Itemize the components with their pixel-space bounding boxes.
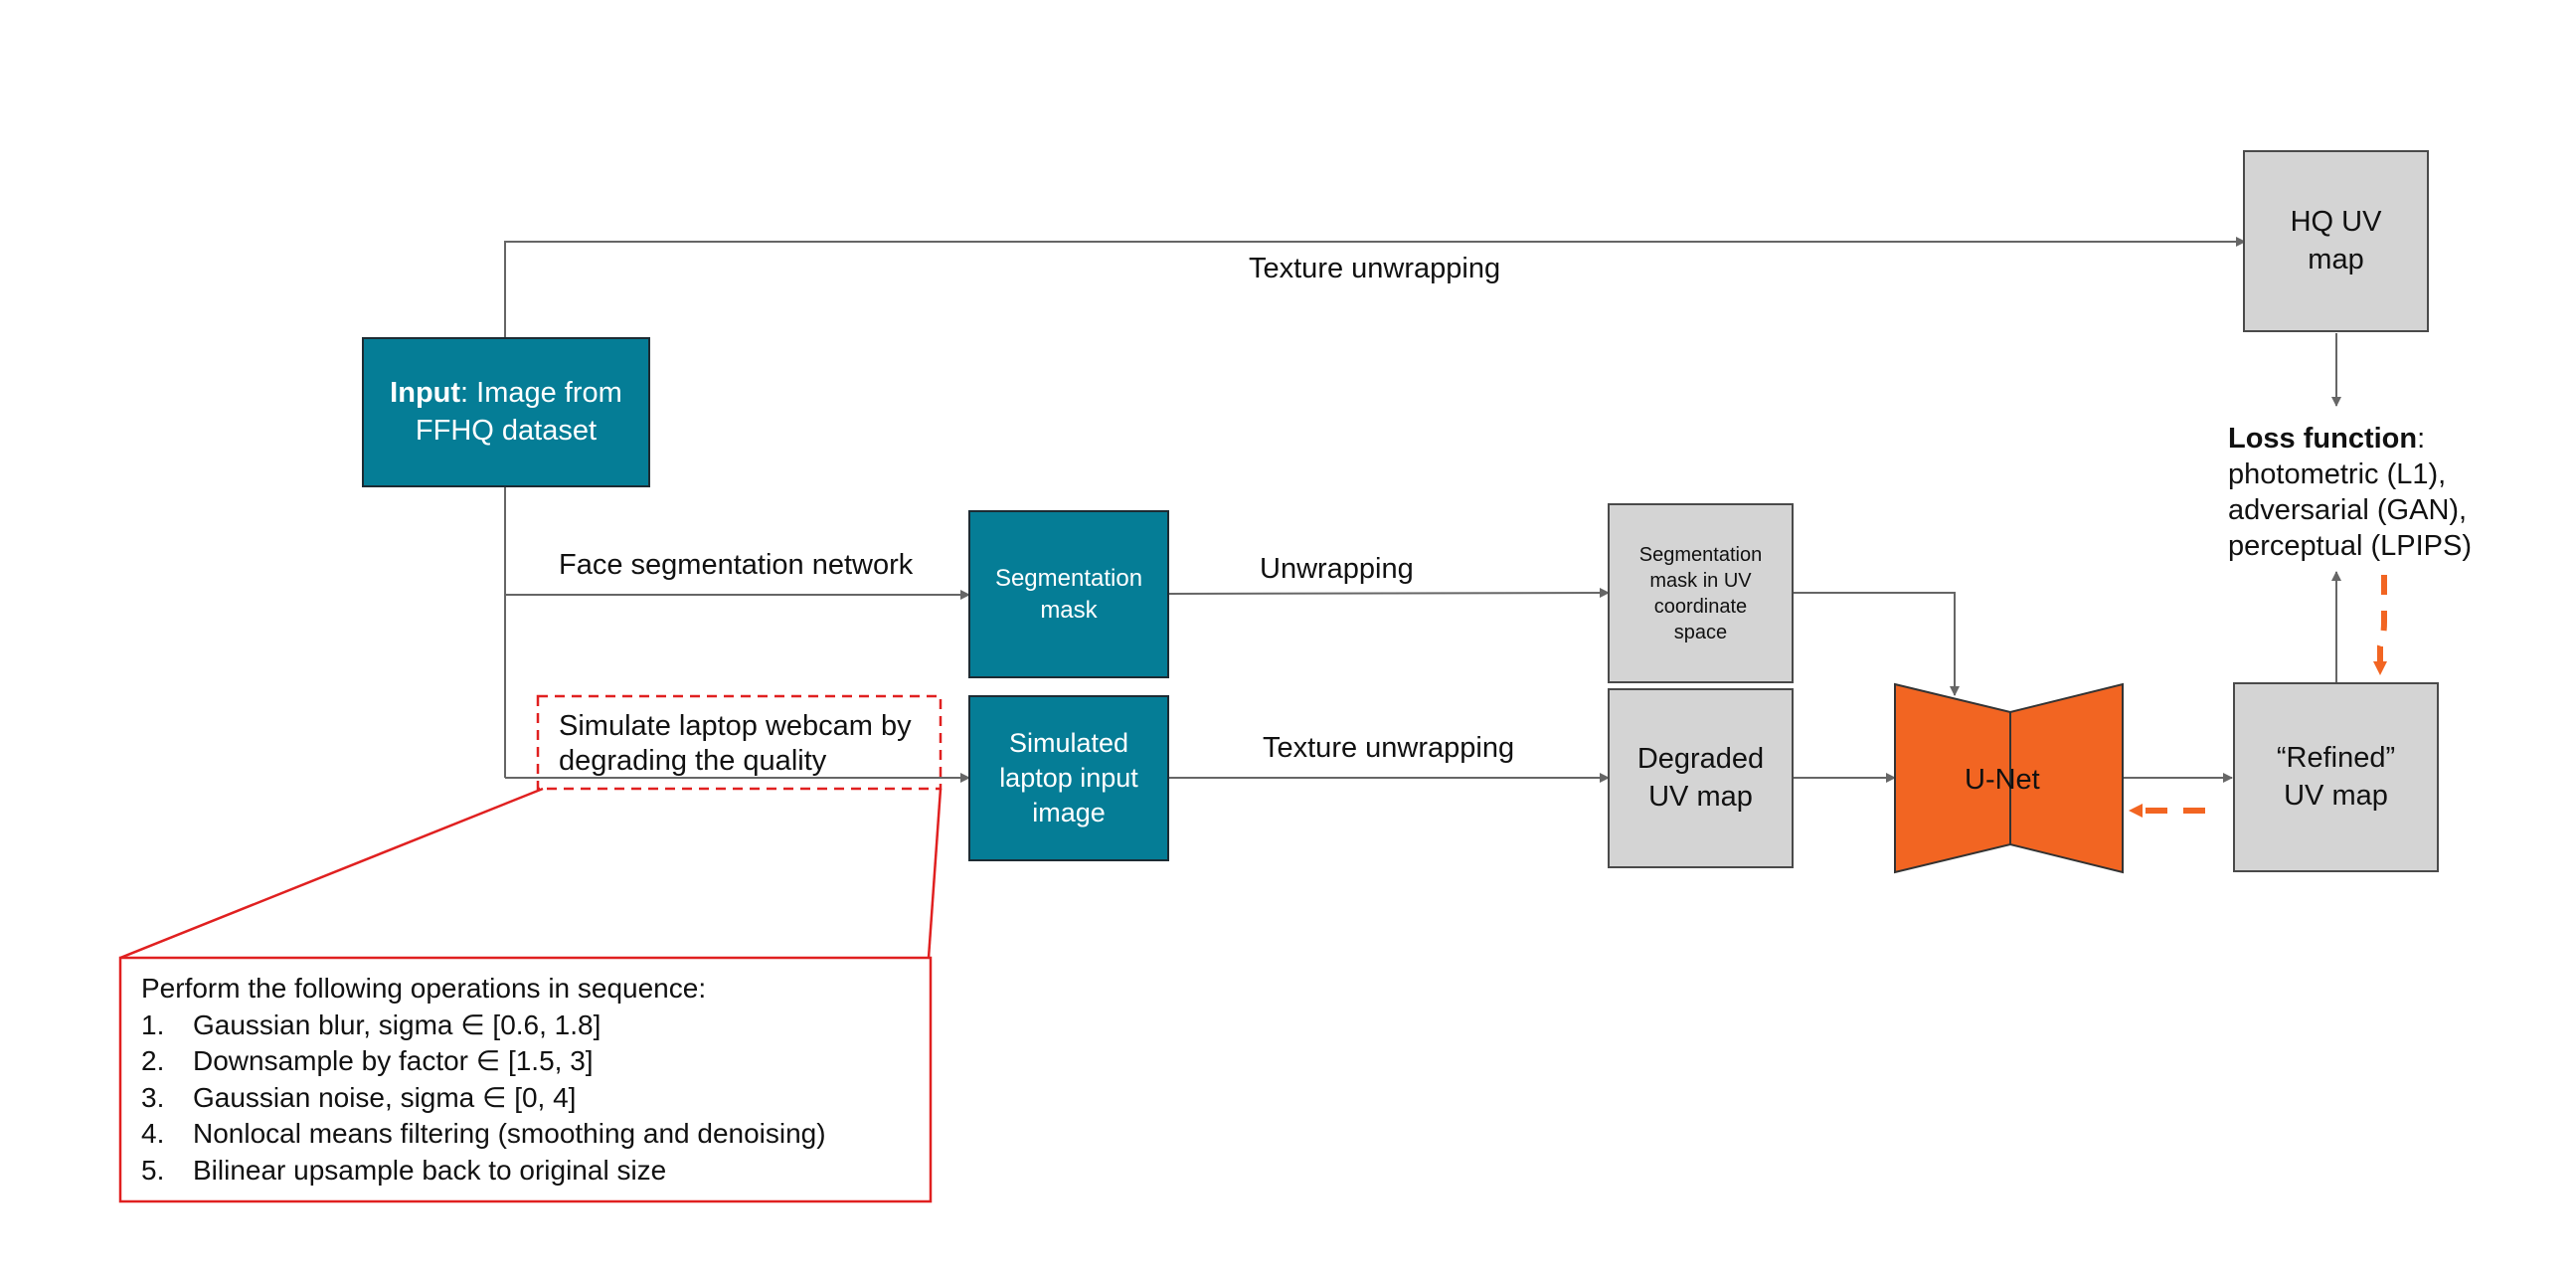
- operations-list: Perform the following operations in sequ…: [141, 971, 826, 1189]
- operation-item: 1. Gaussian blur, sigma ∈ [0.6, 1.8]: [141, 1008, 826, 1044]
- operation-number: 2.: [141, 1045, 165, 1076]
- loss-feedback-dashed-arrow: [2373, 575, 2387, 675]
- refined-uv-map-box: “Refined” UV map: [2233, 682, 2439, 872]
- operation-item: 3. Gaussian noise, sigma ∈ [0, 4]: [141, 1080, 826, 1117]
- operation-text: Gaussian blur, sigma ∈ [0.6, 1.8]: [193, 1008, 601, 1040]
- simulated-laptop-input-box: Simulated laptop input image: [968, 695, 1169, 861]
- seg-uv-line2: mask in UV: [1649, 569, 1752, 592]
- operation-item: 4. Nonlocal means filtering (smoothing an…: [141, 1116, 826, 1153]
- loss-function-title: Loss function: [2228, 423, 2418, 455]
- loss-function-colon: :: [2417, 423, 2426, 455]
- operation-text: Bilinear upsample back to original size: [193, 1154, 667, 1186]
- simulated-line1: Simulated: [1008, 727, 1129, 758]
- operation-number: 4.: [141, 1118, 165, 1149]
- texture-unwrapping-top-arrow: [504, 237, 2246, 338]
- operations-heading: Perform the following operations in sequ…: [141, 973, 707, 1004]
- loss-function-text: Loss function: photometric (L1), adversa…: [2228, 421, 2472, 564]
- operation-item: 5. Bilinear upsample back to original siz…: [141, 1153, 826, 1190]
- loss-item-adversarial: adversarial (GAN),: [2228, 494, 2468, 526]
- callout-line-left: [119, 787, 544, 960]
- input-label-line2: FFHQ dataset: [415, 414, 598, 447]
- degradation-highlight-dashed-box: [536, 694, 943, 791]
- operation-number: 1.: [141, 1008, 165, 1040]
- refined-line1: “Refined”: [2276, 741, 2396, 774]
- loss-item-perceptual: perceptual (LPIPS): [2228, 530, 2473, 562]
- hq-uv-map-box: HQ UV map: [2243, 150, 2429, 332]
- loss-item-photometric: photometric (L1),: [2228, 458, 2447, 490]
- segmentation-mask-uv-box: Segmentation mask in UV coordinate space: [1608, 503, 1794, 683]
- texture-unwrapping-top-label: Texture unwrapping: [1249, 253, 1501, 284]
- operation-number: 5.: [141, 1154, 165, 1186]
- operation-text: Gaussian noise, sigma ∈ [0, 4]: [193, 1081, 577, 1113]
- operation-number: 3.: [141, 1081, 165, 1113]
- seg-uv-line4: space: [1673, 621, 1728, 643]
- unwrapping-label: Unwrapping: [1260, 553, 1414, 585]
- unwrapping-arrow: [1168, 588, 1610, 599]
- degraded-line2: UV map: [1648, 780, 1753, 813]
- input-box: Input: Image from FFHQ dataset: [362, 337, 650, 487]
- segmentation-mask-line1: Segmentation: [994, 565, 1143, 593]
- simulated-line3: image: [1032, 798, 1106, 828]
- segmentation-mask-line2: mask: [1040, 596, 1098, 624]
- unet-label: U-Net: [1965, 764, 2040, 796]
- hq-line2: map: [2308, 243, 2364, 275]
- seg-uv-to-unet-arrow: [1794, 592, 1960, 696]
- callout-line-right: [927, 788, 943, 959]
- input-label-rest: : Image from: [460, 376, 622, 409]
- seg-uv-line1: Segmentation: [1638, 543, 1763, 566]
- operation-text: Downsample by factor ∈ [1.5, 3]: [193, 1045, 594, 1076]
- simulate-label-line2: degrading the quality: [559, 745, 827, 777]
- simulated-line2: laptop input: [999, 762, 1138, 793]
- texture-unwrapping-bottom-label: Texture unwrapping: [1263, 732, 1515, 764]
- face-segmentation-label: Face segmentation network: [559, 549, 914, 581]
- seg-uv-line3: coordinate: [1653, 595, 1748, 618]
- input-label-bold: Input: [390, 376, 461, 409]
- operation-text: Nonlocal means filtering (smoothing and …: [193, 1118, 826, 1149]
- operations-callout-box: [118, 956, 933, 1203]
- degraded-uv-map-box: Degraded UV map: [1608, 688, 1794, 868]
- degraded-line1: Degraded: [1636, 742, 1765, 775]
- segmentation-mask-box: Segmentation mask: [968, 510, 1169, 678]
- refined-line2: UV map: [2284, 779, 2388, 812]
- simulate-label-line1: Simulate laptop webcam by: [559, 710, 912, 742]
- operation-item: 2. Downsample by factor ∈ [1.5, 3]: [141, 1043, 826, 1080]
- hq-line1: HQ UV: [2290, 205, 2382, 238]
